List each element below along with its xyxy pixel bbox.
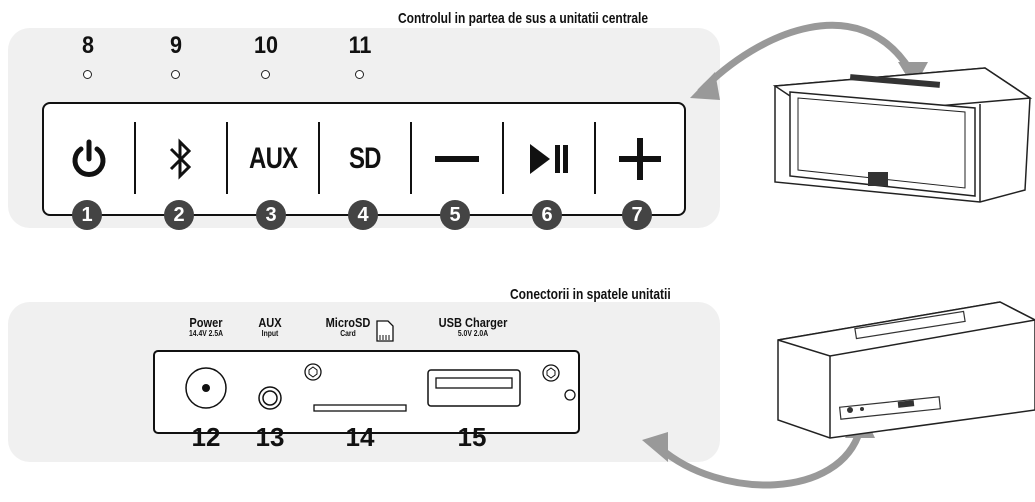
- play-pause-icon: [530, 144, 568, 174]
- aux-button-label: AUX: [248, 142, 298, 175]
- button-number-7: 7: [622, 200, 652, 230]
- usb-port-tongue: [435, 377, 513, 389]
- usb-connector-label: USB Charger 5.0V 2.0A: [435, 316, 512, 339]
- connector-number-14: 14: [345, 422, 375, 452]
- power-connector-label: Power 14.4V 2.5A: [181, 316, 232, 339]
- indicator-led: [355, 70, 364, 79]
- button-divider: [502, 122, 504, 194]
- led-number-10: 10: [253, 32, 279, 59]
- microsd-card-icon: [376, 320, 394, 342]
- button-divider: [410, 122, 412, 194]
- microsd-connector-label: MicroSD Card: [323, 316, 374, 339]
- button-number-4: 4: [348, 200, 378, 230]
- microsd-connector-spec: Card: [340, 329, 356, 338]
- indicator-led: [83, 70, 92, 79]
- button-divider: [594, 122, 596, 194]
- bluetooth-icon: [169, 138, 192, 180]
- volume-up-button[interactable]: [596, 104, 684, 214]
- aux-button[interactable]: AUX: [228, 104, 318, 214]
- button-divider: [226, 122, 228, 194]
- aux-connector-label: AUX Input: [253, 316, 287, 339]
- play-pause-button[interactable]: [504, 104, 594, 214]
- connector-number-13: 13: [255, 422, 285, 452]
- power-connector-spec: 14.4V 2.5A: [188, 329, 224, 338]
- power-button[interactable]: [44, 104, 134, 214]
- indicator-led: [171, 70, 180, 79]
- sd-button-label: SD: [349, 142, 382, 175]
- led-number-11: 11: [348, 32, 372, 59]
- led-number-9: 9: [169, 32, 183, 59]
- aux-jack-inner: [262, 390, 278, 406]
- button-number-2: 2: [164, 200, 194, 230]
- sd-button[interactable]: SD: [320, 104, 410, 214]
- power-icon: [72, 139, 106, 177]
- minus-icon: [435, 156, 479, 162]
- side-hole: [564, 389, 576, 401]
- button-number-3: 3: [256, 200, 286, 230]
- back-panel-caption: Conectorii in spatele unitatii: [510, 286, 671, 303]
- top-panel-caption: Controlul in partea de sus a unitatii ce…: [398, 10, 649, 27]
- microsd-slot: [313, 404, 407, 412]
- button-divider: [134, 122, 136, 194]
- connector-number-12: 12: [191, 422, 221, 452]
- microsd-connector-title: MicroSD: [325, 315, 371, 330]
- button-number-6: 6: [532, 200, 562, 230]
- led-number-8: 8: [81, 32, 95, 59]
- button-divider: [318, 122, 320, 194]
- plus-icon: [619, 138, 661, 180]
- aux-connector-spec: Input: [261, 329, 279, 338]
- button-number-5: 5: [440, 200, 470, 230]
- connector-number-15: 15: [457, 422, 487, 452]
- usb-connector-spec: 5.0V 2.0A: [457, 329, 489, 338]
- aux-connector-title: AUX: [258, 315, 282, 330]
- usb-connector-title: USB Charger: [438, 315, 508, 330]
- bluetooth-button[interactable]: [136, 104, 226, 214]
- power-connector-title: Power: [189, 315, 223, 330]
- power-jack-pin: [202, 384, 210, 392]
- button-number-1: 1: [72, 200, 102, 230]
- indicator-led: [261, 70, 270, 79]
- volume-down-button[interactable]: [412, 104, 502, 214]
